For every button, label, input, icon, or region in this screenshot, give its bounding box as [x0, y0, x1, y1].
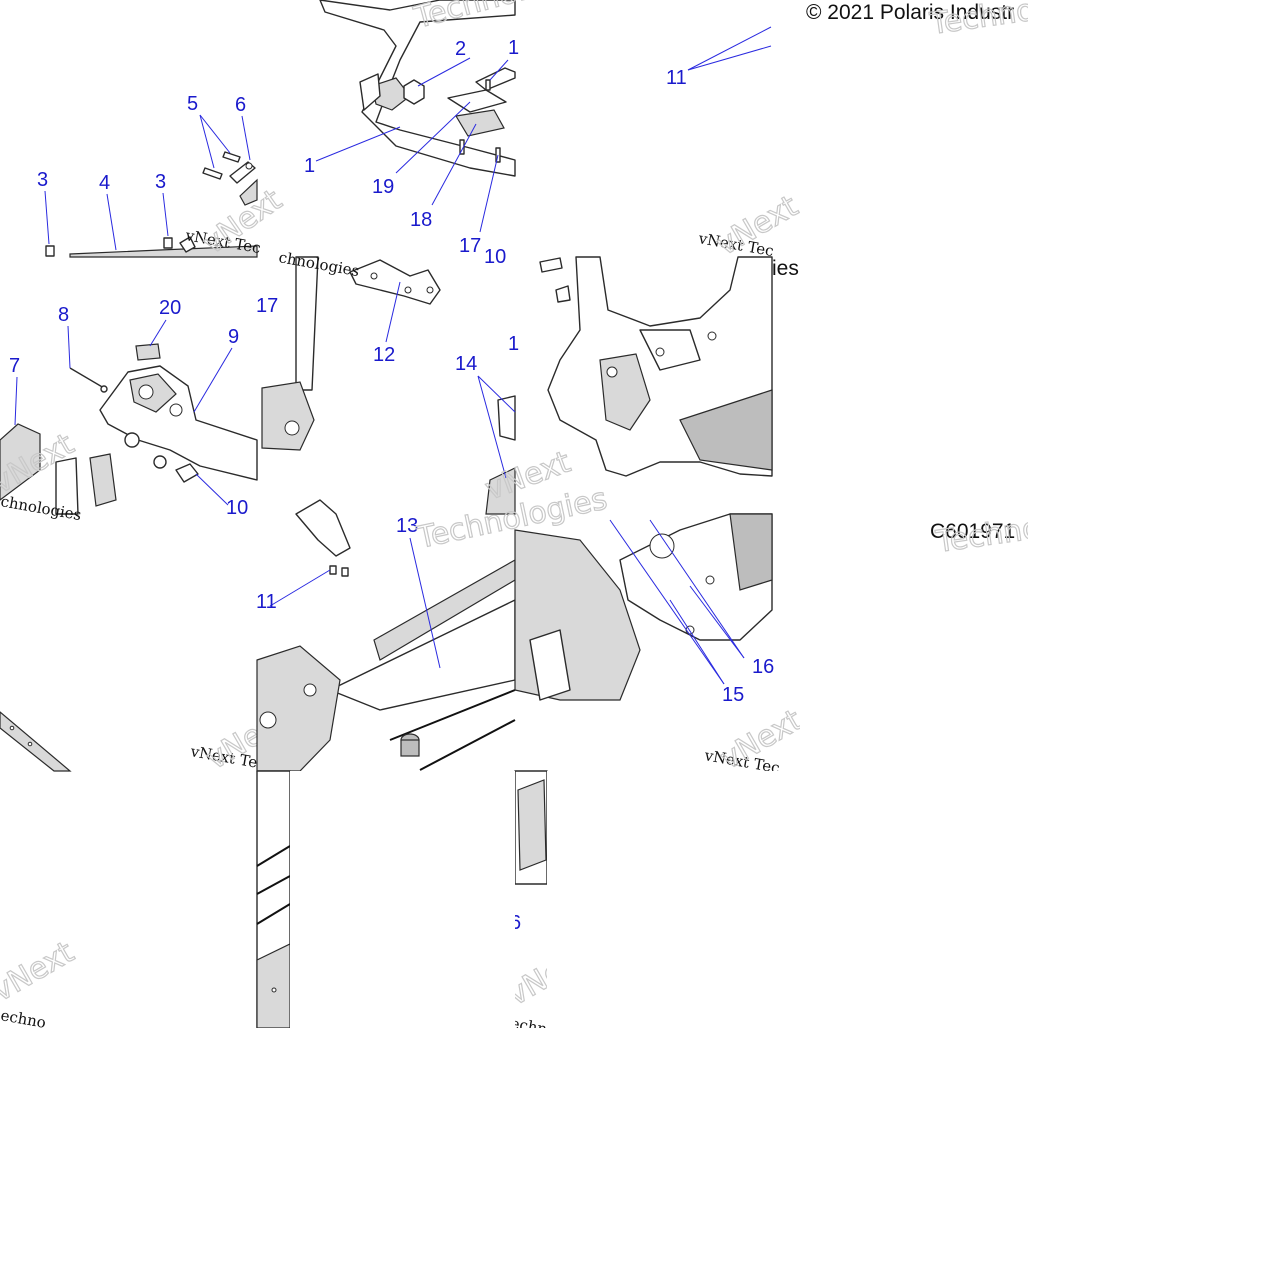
tile-r4c1: echno vNext: [0, 934, 81, 1032]
tile-r3c3: 16 15 vNext Tec vNext: [514, 513, 809, 778]
blank-area: [800, 560, 1028, 771]
callout-17: 17: [256, 295, 278, 317]
callout-fragment: 1: [508, 37, 519, 59]
tile-r2c2: 17 12 14 10 1 chnologies vNext: [256, 246, 576, 515]
blank-area: [1028, 0, 1285, 771]
tile-r4c2: [256, 770, 291, 1029]
callout-11: 11: [666, 67, 687, 89]
watermark-ghost: vNext: [0, 935, 80, 1009]
bolt-part: [45, 237, 173, 257]
watermark-text: chnologies: [277, 248, 360, 280]
callout-16: 6: [510, 912, 521, 934]
callout-15: 15: [722, 684, 744, 706]
callout-2: 2: [455, 38, 466, 60]
blank-area: [290, 771, 515, 1028]
callout-18: 18: [410, 209, 432, 231]
tile-r1c3: 11 vNext Tec vNext: [666, 26, 805, 264]
callout-19: 19: [372, 176, 394, 198]
callout-14: 14: [455, 353, 477, 375]
watermark-ghost: Technologies: [410, 0, 606, 36]
callout-8: 8: [58, 304, 69, 326]
callout-3: 3: [155, 171, 166, 193]
callout-3: 3: [37, 169, 48, 191]
tile-r3c1: vNext Tec vNext: [0, 702, 295, 778]
tile-r2c3: ies Inc.: [539, 256, 839, 477]
callout-20: 20: [159, 297, 181, 319]
drawing-number: C601971: [930, 520, 1015, 543]
crossbar-part: [69, 245, 258, 258]
callout-4: 4: [99, 172, 110, 194]
copyright-text: © 2021 Polaris Industr: [806, 1, 1014, 24]
callout-13: 13: [396, 515, 418, 537]
callout-9: 9: [228, 326, 239, 348]
tile-r2c1: 7 8 20 9 10 chnologies vNext: [0, 297, 258, 524]
bracket-part: [179, 151, 258, 253]
callout-7: 7: [9, 355, 20, 377]
callout-1: 1: [304, 155, 315, 177]
callout-16: 16: [752, 656, 774, 678]
callout-12: 12: [373, 344, 395, 366]
callout-11: 11: [256, 591, 277, 613]
callout-6: 6: [235, 94, 246, 116]
callout-5: 5: [187, 93, 198, 115]
tile-r1c2: 2 1 19 18 17 1 Technologies: [304, 0, 607, 257]
callout-fragment: 1: [508, 333, 519, 355]
blank-area: [800, 40, 1028, 510]
blank-area: [0, 1028, 1285, 1285]
callout-17: 17: [459, 235, 481, 257]
callout-fragment: 10: [484, 246, 506, 268]
tile-r1c1: 3 4 3 5 6 vNext Tec vNext: [37, 93, 289, 262]
callout-10: 10: [226, 497, 248, 519]
